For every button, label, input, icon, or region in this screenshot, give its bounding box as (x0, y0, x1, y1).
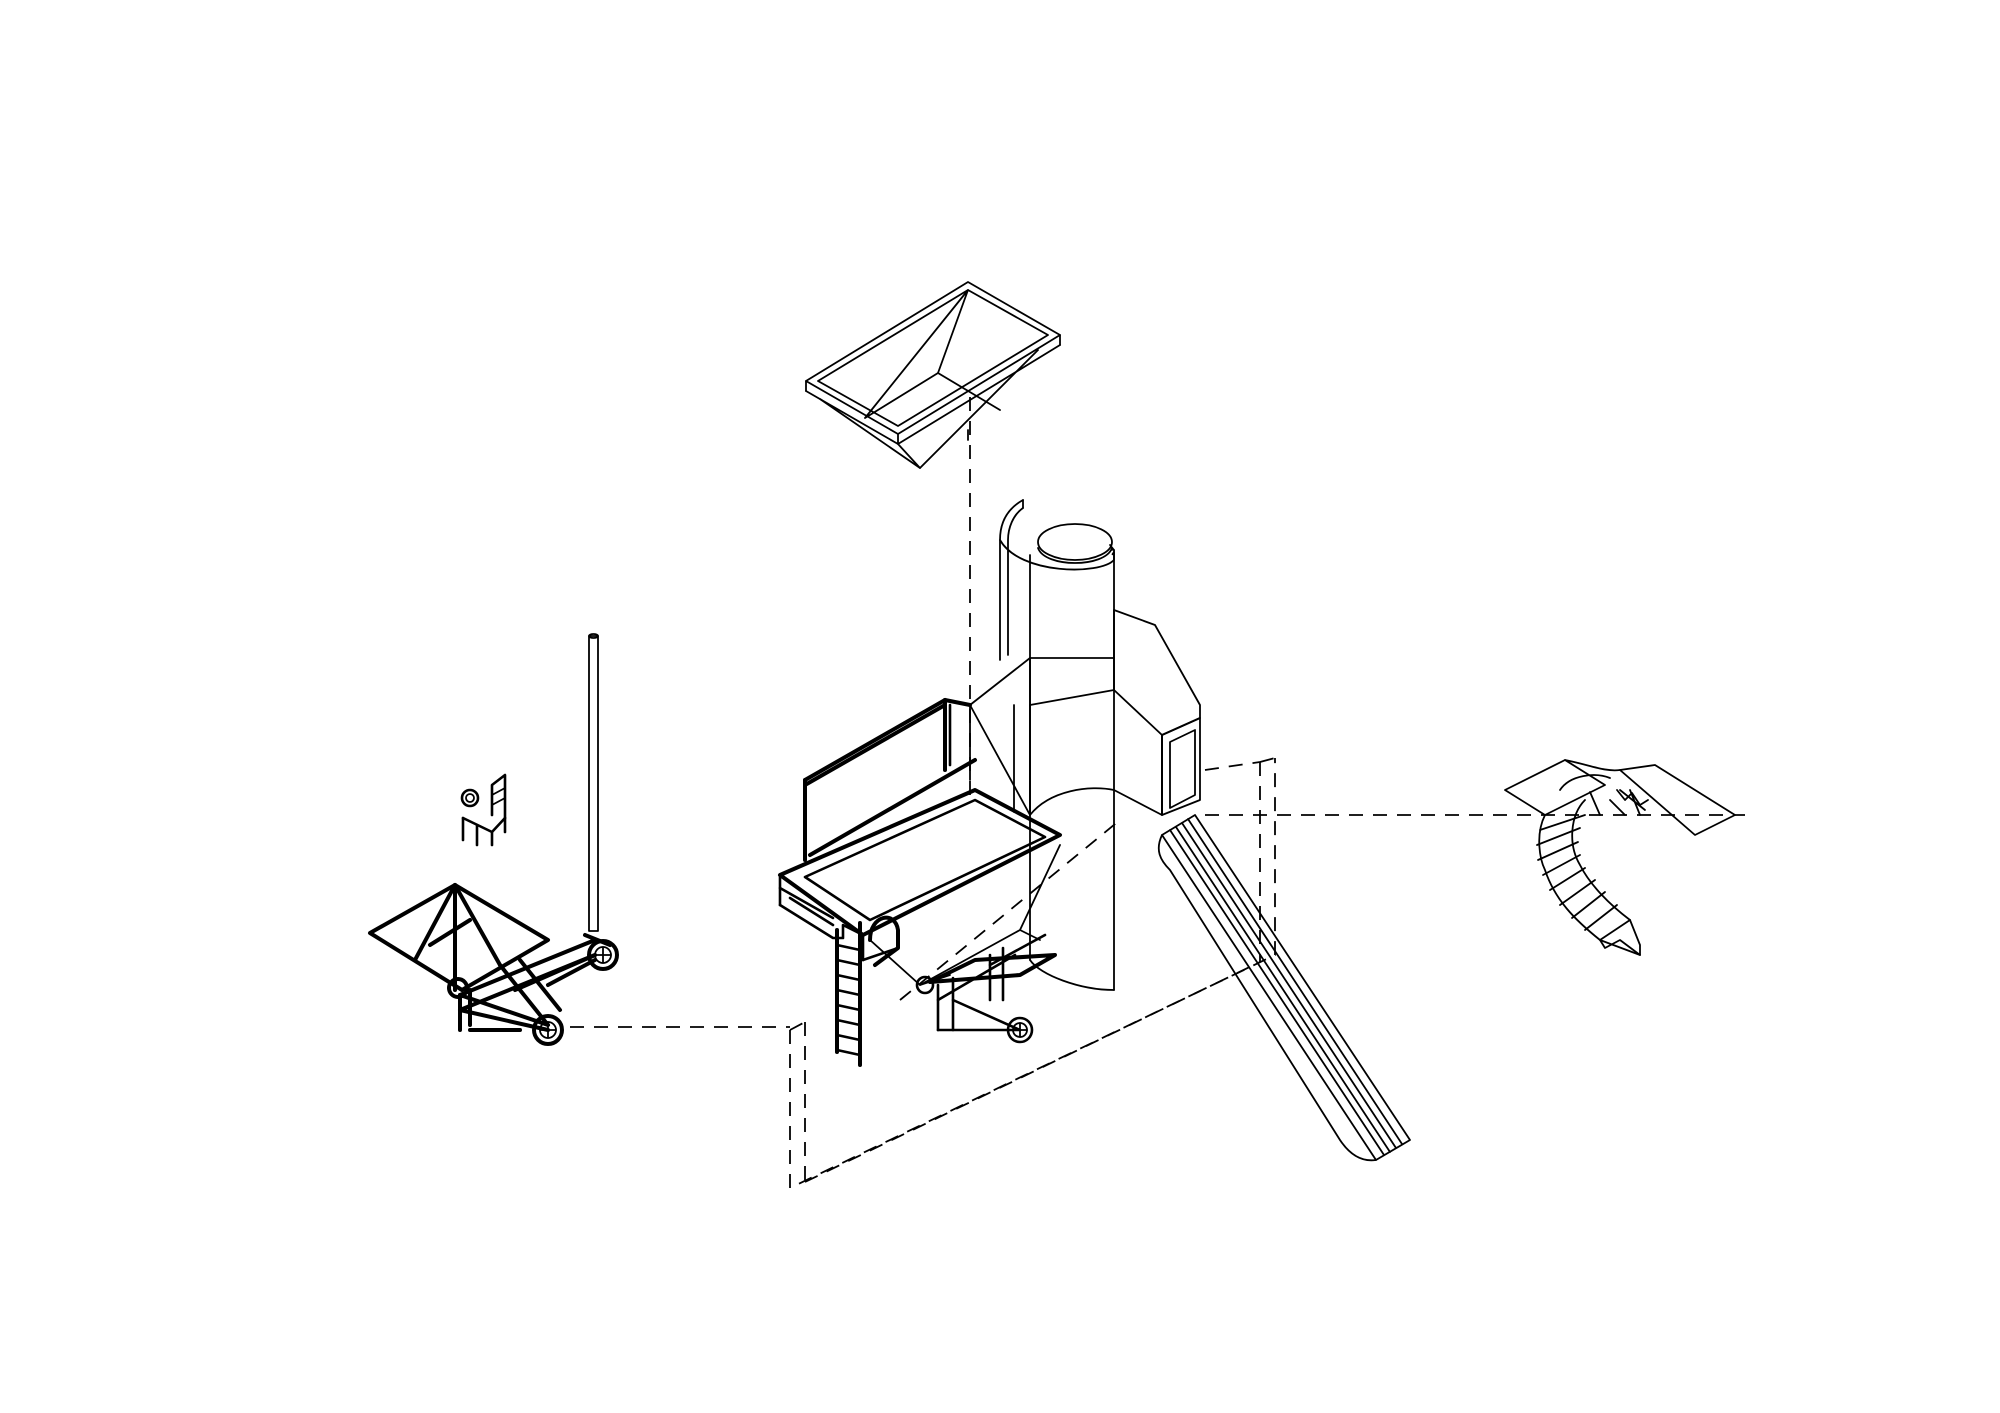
cart-icon (368, 883, 619, 1046)
spiral-stair-icon (1504, 759, 1736, 956)
construction-lines (570, 325, 1745, 1190)
underframe-icon (915, 933, 1057, 1044)
platform-icon (778, 698, 1062, 986)
hopper-icon (805, 281, 1061, 469)
cylinder-icon (999, 499, 1115, 991)
slide-icon (1157, 814, 1411, 1162)
pole-icon (588, 633, 599, 932)
upper-box-icon (969, 609, 1201, 816)
ladder-icon (835, 921, 862, 1067)
chair-icon (460, 773, 507, 847)
